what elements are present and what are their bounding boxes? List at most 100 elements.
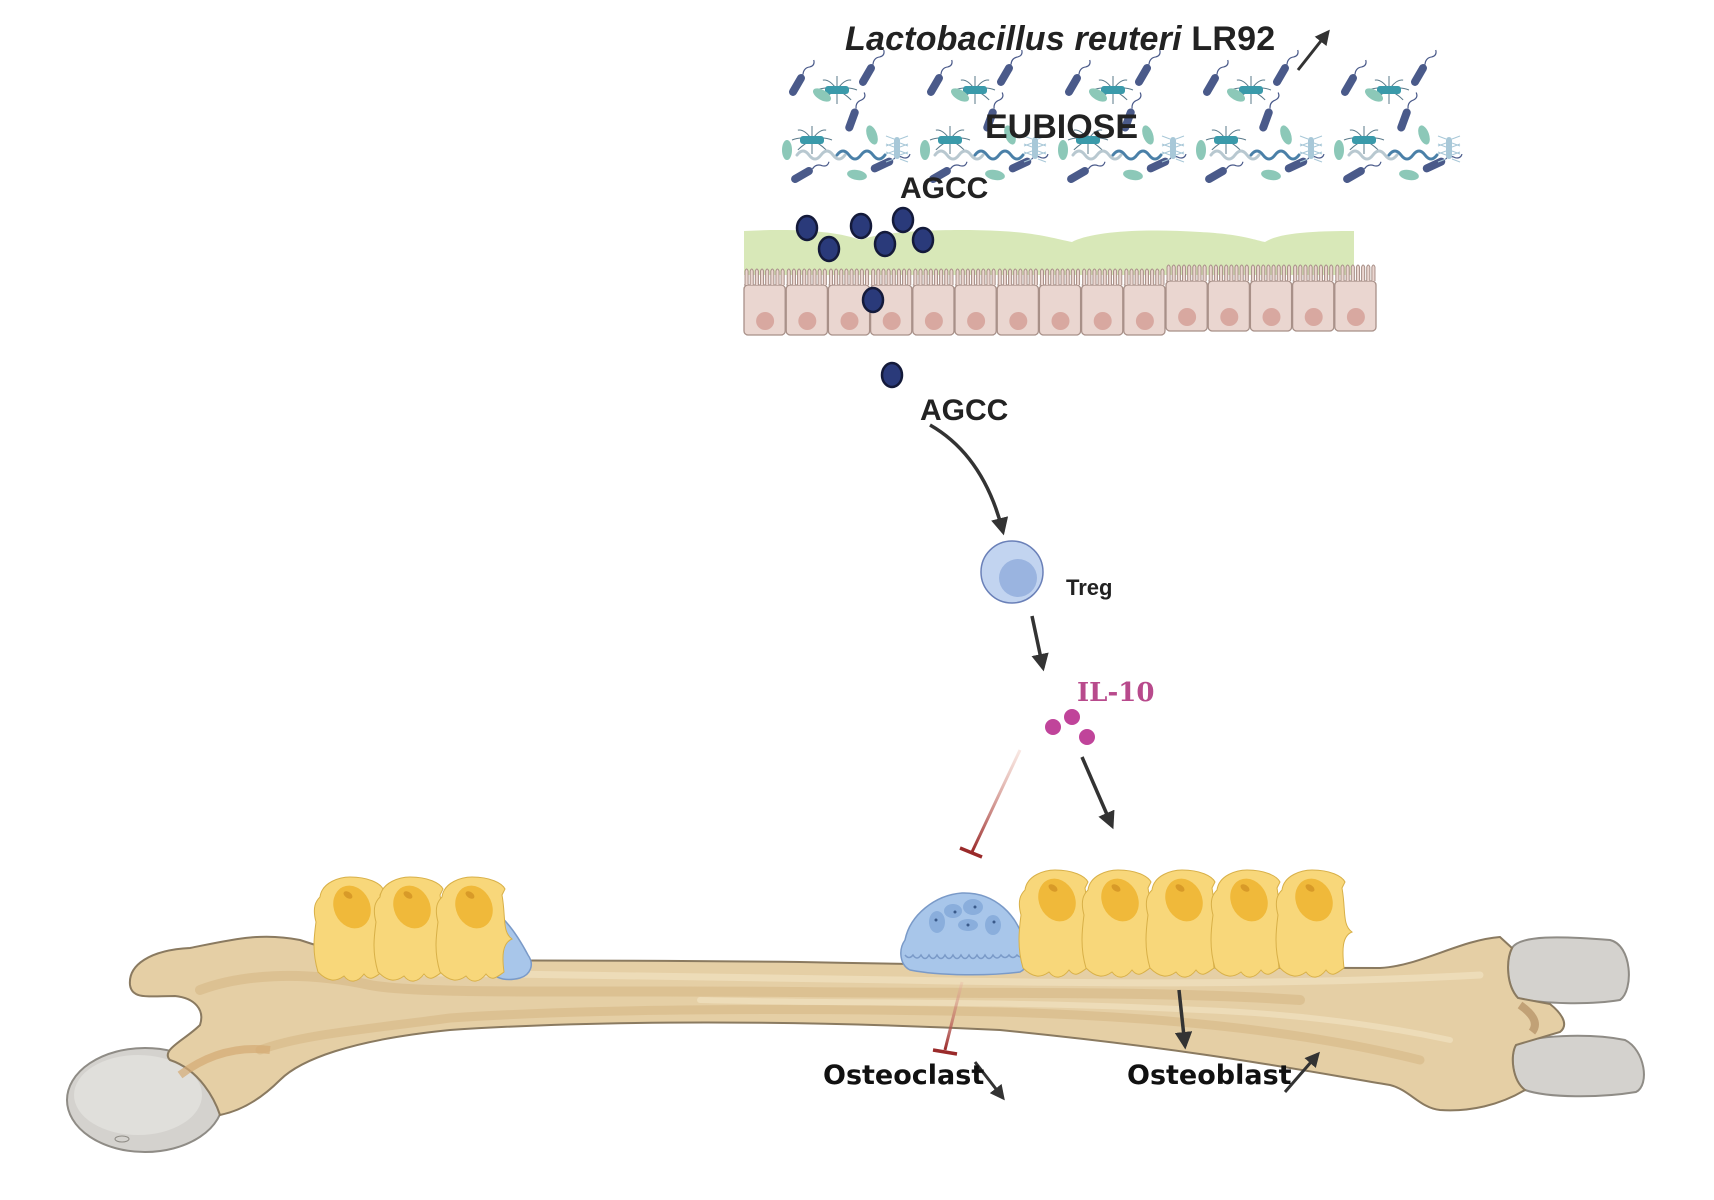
spiral-bacterium-icon — [1347, 149, 1399, 161]
osteoclast-cell — [900, 892, 1029, 976]
species-name: Lactobacillus reuteri — [845, 20, 1182, 58]
curved-bacterium-icon — [1142, 125, 1154, 145]
scfa-particle — [849, 212, 873, 240]
scfa-particle — [795, 214, 819, 242]
rod-bacterium-icon — [1121, 92, 1142, 132]
epithelial-cell — [1038, 268, 1082, 336]
epithelial-cell — [1080, 268, 1124, 336]
rod-bacterium-icon — [1135, 49, 1161, 86]
curved-bacterium-icon — [782, 140, 792, 160]
epithelial-cell — [1334, 264, 1377, 332]
flagellated-bacterium-icon — [1343, 125, 1385, 154]
rod-bacterium-icon — [997, 49, 1023, 86]
osteoblast-cell — [1145, 869, 1224, 978]
osteoblast-cell — [1210, 869, 1289, 978]
epithelial-cell — [1165, 264, 1208, 332]
treg-label: Treg — [1066, 575, 1113, 600]
epithelial-cell — [743, 268, 786, 336]
arrow-il10-to-osteoblast — [1080, 756, 1115, 830]
epithelial-cell — [1123, 268, 1166, 336]
rod-bacterium-icon — [1205, 161, 1244, 183]
curved-bacterium-icon — [1418, 125, 1430, 145]
agcc-label-circulation: AGCC — [920, 394, 1009, 427]
curved-bacterium-icon — [950, 88, 970, 102]
rod-bacterium-icon — [845, 92, 866, 132]
arrow-osteoblast-increase-icon — [1283, 1051, 1320, 1093]
rod-bacterium-icon — [1259, 92, 1280, 132]
light-bacterium-icon — [1161, 135, 1185, 163]
rod-bacterium-icon — [1273, 49, 1299, 86]
intestinal-epithelium — [743, 264, 1377, 336]
scfa-particle — [880, 361, 904, 389]
treg-cell — [980, 540, 1044, 604]
strain-name: LR92 — [1181, 20, 1276, 58]
epithelial-cell — [912, 268, 955, 336]
curved-bacterium-icon — [866, 125, 878, 145]
curved-bacterium-icon — [1088, 88, 1108, 102]
curved-bacterium-icon — [1280, 125, 1292, 145]
spiral-bacterium-icon — [933, 149, 985, 161]
spiral-bacterium-icon — [1387, 149, 1439, 161]
flagellated-bacterium-icon — [791, 125, 833, 154]
rod-bacterium-icon — [983, 92, 1004, 132]
curved-bacterium-icon — [847, 169, 867, 181]
spiral-bacterium-icon — [795, 149, 847, 161]
rod-bacterium-icon — [1343, 161, 1382, 183]
scfa-particle — [873, 230, 897, 258]
inhibition-osteoclast-activity — [932, 981, 964, 1056]
arrow-agcc-to-treg — [929, 423, 1009, 536]
epithelial-cell — [1207, 264, 1251, 332]
spiral-bacterium-icon — [835, 149, 887, 161]
bacteria-tile — [1196, 49, 1325, 183]
curved-bacterium-icon — [1399, 169, 1419, 181]
agcc-label-lumen: AGCC — [900, 172, 989, 205]
epithelial-cell — [827, 268, 871, 336]
scfa-particle — [817, 235, 841, 263]
curved-bacterium-icon — [1196, 140, 1206, 160]
flagellated-bacterium-icon — [1067, 125, 1109, 154]
arrow-treg-to-il10 — [1030, 615, 1049, 672]
scfa-particle — [911, 226, 935, 254]
spiral-bacterium-icon — [973, 149, 1025, 161]
osteoblast-cell — [373, 876, 452, 982]
microbiota-label: EUBIOSE — [985, 108, 1139, 146]
epithelial-cell — [996, 268, 1040, 336]
rod-bacterium-icon — [927, 59, 953, 96]
curved-bacterium-icon — [1123, 169, 1143, 181]
osteoblast-label: Osteoblast — [1127, 1060, 1292, 1091]
scfa-particle — [861, 286, 885, 314]
curved-bacterium-icon — [1261, 169, 1281, 181]
osteoclast-label: Osteoclast — [823, 1060, 985, 1091]
osteoblast-cell — [1275, 869, 1354, 978]
osteoblast-cell — [313, 876, 392, 982]
epithelial-cell — [1249, 264, 1293, 332]
curved-bacterium-icon — [1226, 88, 1246, 102]
scfa-particle — [891, 206, 915, 234]
arrow-lactobacillus-increase-icon — [1296, 29, 1330, 71]
rod-bacterium-icon — [789, 59, 815, 96]
rod-bacterium-icon — [1411, 49, 1437, 86]
spiral-bacterium-icon — [1071, 149, 1123, 161]
rod-bacterium-icon — [791, 161, 830, 183]
rod-bacterium-icon — [1203, 59, 1229, 96]
rod-bacterium-icon — [1065, 59, 1091, 96]
light-bacterium-icon — [1437, 135, 1461, 163]
arrow-osteoclast-decrease-icon — [973, 1061, 1005, 1101]
epithelial-cell — [785, 268, 829, 336]
flagellated-bacterium-icon — [1368, 75, 1410, 104]
microbiota-bacteria-cluster — [782, 49, 1463, 183]
bacteria-tile — [1334, 49, 1463, 183]
arrow-osteoblast-activity — [1174, 989, 1193, 1050]
il10-label: IL-10 — [1077, 678, 1155, 708]
flagellated-bacterium-icon — [1205, 125, 1247, 154]
flagellated-bacterium-icon — [929, 125, 971, 154]
osteoblast-cell — [1081, 869, 1160, 978]
bacteria-tile — [782, 49, 911, 183]
rod-bacterium-icon — [859, 49, 885, 86]
osteoblast-cell — [435, 876, 514, 982]
bacteria-tile — [1058, 49, 1187, 183]
curved-bacterium-icon — [985, 169, 1005, 181]
curved-bacterium-icon — [920, 140, 930, 160]
inhibition-il10-osteoclast — [959, 749, 1022, 859]
rod-bacterium-icon — [929, 161, 968, 183]
